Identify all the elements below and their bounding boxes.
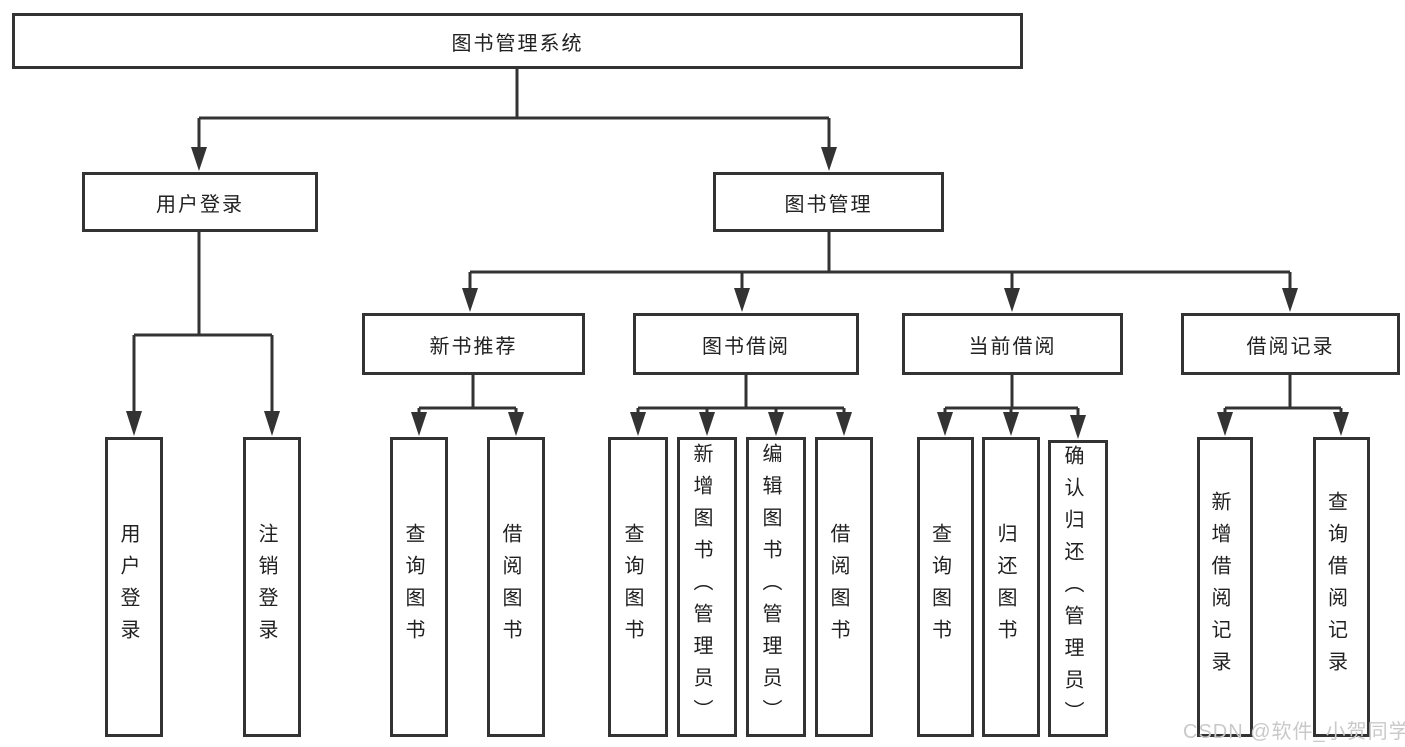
arrowhead-icon <box>821 147 837 171</box>
node-label: 查询图书 <box>402 523 424 651</box>
arrowhead-icon <box>1003 412 1019 436</box>
node-label: 图书管理 <box>784 193 873 216</box>
connector-user-login-children <box>126 232 280 436</box>
arrowhead-icon <box>462 288 478 312</box>
connector-current-borrow-children <box>937 375 1086 439</box>
node-label: 归还图书 <box>994 523 1016 651</box>
node-label: 新增借阅记录 <box>1208 491 1230 683</box>
node-label: 编辑图书（管理员） <box>759 443 781 731</box>
arrowhead-icon <box>836 412 852 436</box>
connector-book-borrow-children <box>630 375 852 436</box>
arrowhead-icon <box>699 412 715 436</box>
leaf-nb-query-books: 查询图书 <box>390 437 448 737</box>
connector-new-book-rec-children <box>411 375 524 436</box>
leaf-user-login: 用户登录 <box>105 437 163 737</box>
arrowhead-icon <box>191 147 207 171</box>
node-new-book-recommend: 新书推荐 <box>362 313 585 375</box>
node-label: 查询图书 <box>928 523 951 651</box>
node-label: 查询图书 <box>621 523 643 651</box>
node-label: 借阅记录 <box>1246 335 1335 358</box>
leaf-bb-query-books: 查询图书 <box>608 437 668 737</box>
node-book-borrowing: 图书借阅 <box>633 313 859 375</box>
node-label: 新增图书（管理员） <box>690 443 712 731</box>
node-current-borrowing: 当前借阅 <box>902 313 1123 375</box>
node-label: 图书管理系统 <box>451 32 584 55</box>
arrowhead-icon <box>768 412 784 436</box>
leaf-br-add-record: 新增借阅记录 <box>1197 437 1253 737</box>
leaf-nb-borrow-books: 借阅图书 <box>487 437 545 737</box>
leaf-cb-query-books: 查询图书 <box>917 437 974 737</box>
arrowhead-icon <box>630 412 646 436</box>
arrowhead-icon <box>937 412 953 436</box>
node-library-system: 图书管理系统 <box>12 13 1023 69</box>
leaf-br-query-record: 查询借阅记录 <box>1313 437 1370 737</box>
node-label: 新书推荐 <box>429 335 518 358</box>
node-user-login: 用户登录 <box>82 172 318 232</box>
arrowhead-icon <box>508 412 524 436</box>
arrowhead-icon <box>1004 288 1020 312</box>
arrowhead-icon <box>126 411 142 436</box>
node-label: 当前借阅 <box>968 335 1057 358</box>
node-label: 注销登录 <box>255 523 277 651</box>
node-label: 查询借阅记录 <box>1324 491 1347 683</box>
connector-root-to-level1 <box>191 69 837 171</box>
arrowhead-icon <box>1070 415 1086 439</box>
node-borrow-records: 借阅记录 <box>1181 313 1400 375</box>
node-label: 确认归还（管理员） <box>1061 444 1083 733</box>
node-label: 借阅图书 <box>827 523 849 651</box>
node-label: 借阅图书 <box>499 523 521 651</box>
arrowhead-icon <box>264 411 280 436</box>
connector-borrow-record-children <box>1217 375 1349 436</box>
node-label: 图书借阅 <box>702 335 790 358</box>
leaf-cb-return-books: 归还图书 <box>982 437 1040 737</box>
leaf-bb-add-books-admin: 新增图书（管理员） <box>677 437 737 737</box>
node-label: 用户登录 <box>156 193 244 216</box>
node-book-management: 图书管理 <box>713 172 944 232</box>
node-label: 用户登录 <box>117 523 139 651</box>
leaf-bb-borrow-books: 借阅图书 <box>815 437 873 737</box>
arrowhead-icon <box>1217 412 1233 436</box>
arrowhead-icon <box>1282 288 1298 312</box>
leaf-logout: 注销登录 <box>243 437 301 737</box>
connector-book-mgmt-children <box>462 232 1298 312</box>
arrowhead-icon <box>734 288 750 312</box>
leaf-cb-confirm-return-admin: 确认归还（管理员） <box>1048 440 1108 737</box>
arrowhead-icon <box>1333 412 1349 436</box>
watermark: CSDN @软件_小贺同学 <box>1183 721 1405 743</box>
arrowhead-icon <box>411 412 427 436</box>
leaf-bb-edit-books-admin: 编辑图书（管理员） <box>746 437 806 737</box>
